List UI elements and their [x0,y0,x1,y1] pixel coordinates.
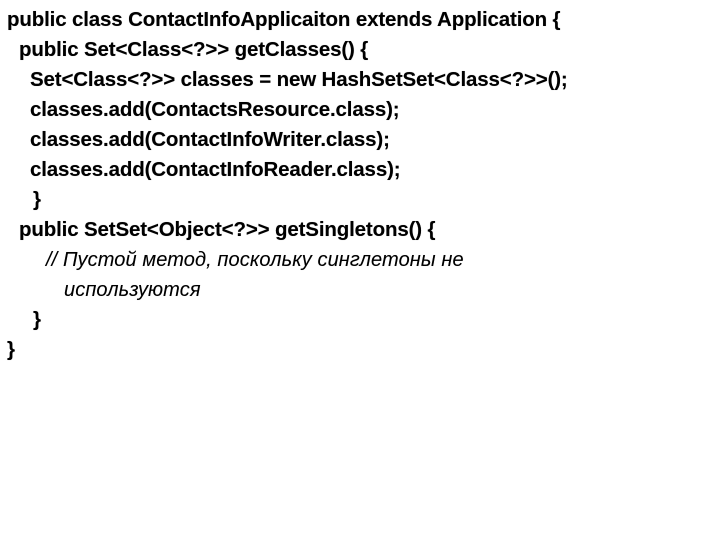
code-line: } [33,308,41,331]
code-line: } [33,188,41,211]
code-block: public class ContactInfoApplicaiton exte… [0,5,720,365]
code-line: classes.add(ContactInfoWriter.class); [30,128,390,151]
code-line: // Пустой метод, поскольку синглетоны не [46,249,464,271]
code-line: Set<Class<?>> classes = new HashSetSet<C… [30,68,568,91]
code-line: classes.add(ContactsResource.class); [30,98,400,121]
code-line: public SetSet<Object<?>> getSingletons()… [19,218,436,241]
code-line: classes.add(ContactInfoReader.class); [30,158,401,181]
code-line: } [7,338,15,361]
code-line: public class ContactInfoApplicaiton exte… [7,8,561,31]
code-line: public Set<Class<?>> getClasses() { [19,38,369,61]
code-line: используются [64,279,201,301]
